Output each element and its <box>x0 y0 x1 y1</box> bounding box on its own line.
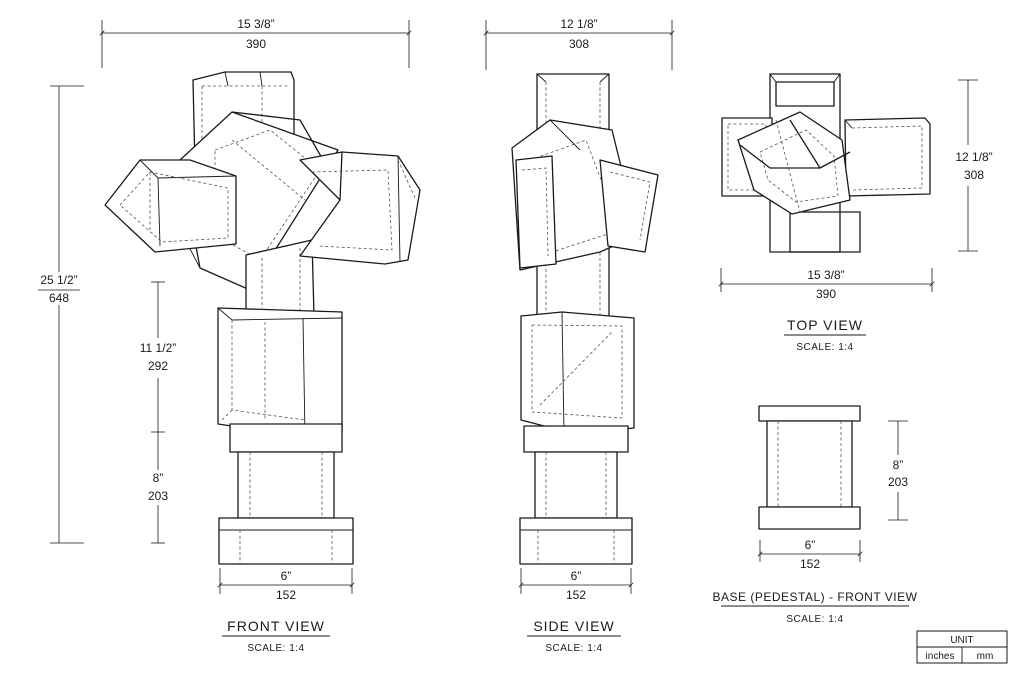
base-view: 8” 203 6” 152 BASE (PEDESTAL) - FRONT VI… <box>713 405 918 625</box>
top-view: 12 1/8” 308 15 3/8” 390 TOP VIEW SCALE: … <box>718 73 993 353</box>
side-view-title: SIDE VIEW <box>533 618 614 634</box>
front-base-width-in: 6” <box>281 569 292 583</box>
base-width-dimension: 6” 152 <box>757 538 863 571</box>
base-width-in: 6” <box>805 538 816 552</box>
front-width-dimension: 15 3/8” 390 <box>99 17 412 68</box>
top-view-scale: SCALE: 1:4 <box>796 342 853 353</box>
side-base-width-mm: 152 <box>566 588 586 602</box>
base-drawing <box>758 405 861 530</box>
front-upper-in: 11 1/2” <box>140 341 176 355</box>
side-width-dimension: 12 1/8” 308 <box>483 17 675 70</box>
side-view-scale: SCALE: 1:4 <box>545 643 602 654</box>
base-height-in: 8” <box>893 458 904 472</box>
top-view-title: TOP VIEW <box>787 317 863 333</box>
unit-mm: mm <box>977 651 994 662</box>
front-view: 15 3/8” 390 25 1/2” 648 11 1/2” 292 8” 2… <box>38 17 421 654</box>
top-depth-in: 12 1/8” <box>955 150 992 164</box>
front-height-mm: 648 <box>49 291 69 305</box>
base-height-dimension: 8” 203 <box>888 420 908 521</box>
unit-inches: inches <box>926 651 955 662</box>
front-upper-mm: 292 <box>148 359 168 373</box>
base-view-scale: SCALE: 1:4 <box>786 614 843 625</box>
base-view-title: BASE (PEDESTAL) - FRONT VIEW <box>713 590 918 604</box>
front-view-scale: SCALE: 1:4 <box>247 643 304 654</box>
front-width-mm: 390 <box>246 37 266 51</box>
side-width-mm: 308 <box>569 37 589 51</box>
base-width-mm: 152 <box>800 557 820 571</box>
front-height-in: 25 1/2” <box>40 273 77 287</box>
top-depth-mm: 308 <box>964 168 984 182</box>
front-section-dimensions: 11 1/2” 292 8” 203 <box>140 281 176 544</box>
side-view: 12 1/8” 308 <box>483 17 675 654</box>
front-view-title: FRONT VIEW <box>227 618 325 634</box>
front-height-dimension: 25 1/2” 648 <box>38 85 84 544</box>
side-width-in: 12 1/8” <box>560 17 597 31</box>
base-height-mm: 203 <box>888 475 908 489</box>
top-width-dimension: 15 3/8” 390 <box>718 268 935 301</box>
top-width-mm: 390 <box>816 287 836 301</box>
front-base-width-mm: 152 <box>276 588 296 602</box>
front-base-height-mm: 203 <box>148 489 168 503</box>
top-depth-dimension: 12 1/8” 308 <box>955 79 993 252</box>
top-width-in: 15 3/8” <box>807 268 844 282</box>
front-base-width-dimension: 6” 152 <box>217 568 355 602</box>
front-width-in: 15 3/8” <box>237 17 274 31</box>
side-base-width-in: 6” <box>571 569 582 583</box>
side-sculpture <box>511 73 659 565</box>
front-base-height-in: 8” <box>153 471 164 485</box>
top-sculpture <box>721 73 931 253</box>
unit-header: UNIT <box>950 635 973 646</box>
side-base-width-dimension: 6” 152 <box>518 568 634 602</box>
front-sculpture <box>104 71 421 565</box>
unit-box: UNIT inches mm <box>916 630 1008 664</box>
